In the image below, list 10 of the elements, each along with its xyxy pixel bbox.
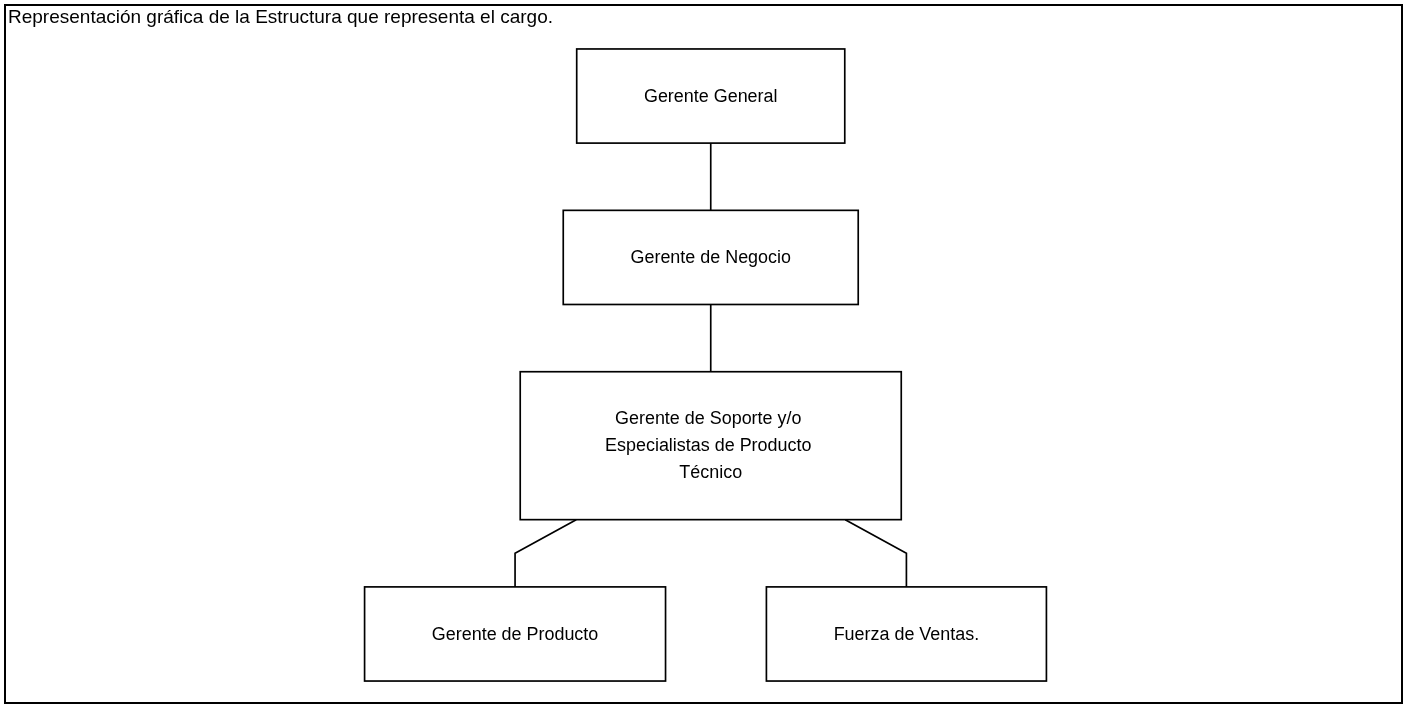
connector <box>514 518 578 588</box>
connector <box>844 518 908 588</box>
node-box: Gerente de Negocio <box>562 209 860 306</box>
node-box: Gerente de Soporte y/o Especialistas de Producto Técnico <box>519 370 903 521</box>
title: Representación gráfica de la Estructura que representa el cargo. <box>8 6 553 28</box>
node-box: Gerente de Producto <box>363 586 667 682</box>
node-box: Gerente General <box>575 48 846 144</box>
connector <box>709 142 712 212</box>
node-box: Fuerza de Ventas. <box>765 586 1048 682</box>
connector <box>709 303 712 373</box>
